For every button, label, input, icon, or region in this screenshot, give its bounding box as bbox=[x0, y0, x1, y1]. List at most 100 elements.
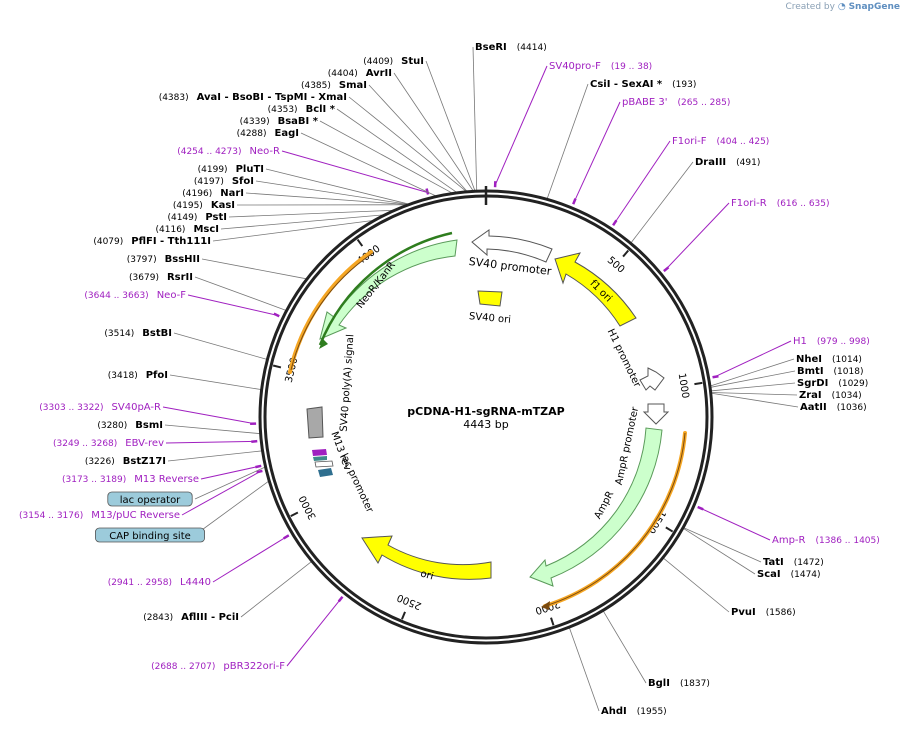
label-name: BsaBI * bbox=[278, 116, 319, 127]
label-pluti: (4199)PluTI bbox=[198, 164, 264, 175]
leader-psti bbox=[228, 209, 395, 218]
feature-label-h1-promoter: H1 promoter bbox=[605, 327, 643, 390]
label-bcli: (4353)BclI * bbox=[268, 104, 336, 115]
label-name: ScaI bbox=[757, 569, 781, 580]
leader-amp-r bbox=[699, 507, 771, 541]
label-name: RsrII bbox=[167, 272, 193, 283]
label-m13-puc-reverse: (3154 .. 3176)M13/pUC Reverse bbox=[19, 510, 180, 521]
feature-lac-promoter-mark bbox=[314, 460, 334, 468]
leader-smai bbox=[368, 84, 468, 193]
label-sv40pa-r: (3303 .. 3322)SV40pA-R bbox=[39, 402, 161, 413]
label-pflfi-tth111i: (4079) PflFI - Tth111I bbox=[93, 236, 211, 247]
leader-csii-sexai bbox=[546, 83, 589, 200]
label-pos: (3173 .. 3189) bbox=[62, 475, 126, 485]
label-name: TatI bbox=[763, 557, 784, 568]
label-name: BmtI bbox=[797, 366, 824, 377]
feature-ampr-promoter-arrow bbox=[642, 403, 670, 425]
label-msci: (4116)MscI bbox=[156, 224, 220, 235]
label-name: StuI bbox=[401, 56, 424, 67]
label-name: PflFI - Tth111I bbox=[131, 236, 211, 247]
label-afliii-pcii: (2843)AflIII - PciI bbox=[143, 612, 239, 623]
label-pos: (1837) bbox=[680, 679, 710, 689]
primer-site-mark bbox=[251, 439, 258, 443]
label-name: L4440 bbox=[180, 577, 211, 588]
label-pos: (4079) bbox=[93, 237, 123, 247]
label-pos: (4288) bbox=[237, 129, 267, 139]
label-name: AflIII - PciI bbox=[181, 612, 239, 623]
label-pos: (4385) bbox=[301, 81, 331, 91]
label-pos: (4254 .. 4273) bbox=[177, 147, 241, 157]
label-csii-sexai: CsiI - SexAI *(193) bbox=[590, 79, 696, 90]
leader-neo-f bbox=[187, 294, 278, 316]
feature-sv40-promoter bbox=[471, 229, 553, 263]
label-bstz17i: (3226)BstZ17I bbox=[85, 456, 166, 467]
leader-stui bbox=[425, 60, 476, 192]
label-pos: (193) bbox=[672, 80, 696, 90]
primer-site-mark bbox=[337, 595, 344, 603]
label-pos: (1955) bbox=[637, 707, 667, 717]
label-name: NheI bbox=[796, 354, 822, 365]
label-nhei: NheI(1014) bbox=[796, 354, 862, 365]
label-pos: (3514) bbox=[104, 329, 134, 339]
box-cap-binding-site bbox=[95, 527, 205, 543]
orange-arc-left bbox=[288, 250, 373, 374]
tick-mark bbox=[356, 239, 364, 247]
label-pos: (4353) bbox=[268, 105, 298, 115]
credit-prefix: Created by bbox=[785, 2, 835, 12]
leader-bmti bbox=[709, 370, 796, 388]
tick-mark bbox=[272, 364, 282, 369]
label-pos: (1036) bbox=[837, 403, 867, 413]
label-neo-f: (3644 .. 3663)Neo-F bbox=[84, 290, 186, 301]
label-name: Amp-R bbox=[772, 535, 806, 546]
feature-sv40-ori bbox=[477, 290, 503, 307]
label-leader-lines bbox=[162, 46, 799, 712]
primer-site-mark bbox=[697, 505, 704, 511]
label-pos: (4199) bbox=[198, 165, 228, 175]
label-pos: (4414) bbox=[517, 43, 547, 53]
leader-ahdi bbox=[568, 627, 600, 712]
leader-avrii bbox=[393, 72, 474, 192]
leader-pvui bbox=[662, 557, 730, 613]
label-bsshii: (3797)BssHII bbox=[127, 254, 200, 265]
primer-site-mark bbox=[712, 375, 719, 379]
label-name: M13/pUC Reverse bbox=[91, 510, 180, 521]
leader-sv40pa-r bbox=[162, 406, 255, 425]
label-tati: TatI (1472) bbox=[763, 557, 824, 568]
credit-brand: SnapGene bbox=[848, 2, 900, 12]
plasmid-name: pCDNA-H1-sgRNA-mTZAP bbox=[407, 405, 564, 418]
leader-neo-r bbox=[281, 150, 428, 193]
label-name: BstZ17I bbox=[123, 456, 166, 467]
tick-mark bbox=[665, 526, 674, 533]
primer-arc-neo bbox=[318, 231, 453, 346]
label-name: PfoI bbox=[146, 370, 168, 381]
label-pbabe-3: pBABE 3'(265 .. 285) bbox=[622, 97, 730, 108]
leader-msci bbox=[220, 214, 386, 230]
orange-arc-left-core bbox=[290, 252, 374, 371]
label-kasi: (4195)KasI bbox=[173, 200, 235, 211]
feature-label-ori: ori bbox=[419, 568, 435, 582]
label-amp-r: Amp-R(1386 .. 1405) bbox=[772, 535, 880, 546]
tick-label: 2500 bbox=[396, 591, 424, 611]
label-bgli: BglI (1837) bbox=[648, 678, 710, 689]
tick-label: 1000 bbox=[676, 372, 691, 399]
leader-f1ori-r bbox=[665, 202, 730, 271]
label-nari: (4196)NarI bbox=[182, 188, 244, 199]
label-name: EBV-rev bbox=[125, 438, 164, 449]
label-pos: (1474) bbox=[791, 570, 821, 580]
leader-scai bbox=[682, 527, 756, 575]
label-pos: (1029) bbox=[838, 379, 868, 389]
label-name: BglI bbox=[648, 678, 670, 689]
label-pos: (1472) bbox=[794, 558, 824, 568]
label-name: AvrII bbox=[366, 68, 392, 79]
label-h1: H1(979 .. 998) bbox=[793, 336, 870, 347]
leader-sv40pro-f bbox=[494, 65, 548, 186]
label-name: M13 Reverse bbox=[134, 474, 199, 485]
label-ebv-rev: (3249 .. 3268)EBV-rev bbox=[53, 438, 164, 449]
label-pos: (3797) bbox=[127, 255, 157, 265]
label-bseri: BseRI(4414) bbox=[475, 42, 547, 53]
tick-label: 500 bbox=[605, 255, 627, 276]
leader-rsrii bbox=[194, 276, 287, 311]
leader-eagi bbox=[300, 132, 438, 197]
leader-sgrdi bbox=[710, 382, 796, 392]
label-pos: (3644 .. 3663) bbox=[84, 291, 148, 301]
